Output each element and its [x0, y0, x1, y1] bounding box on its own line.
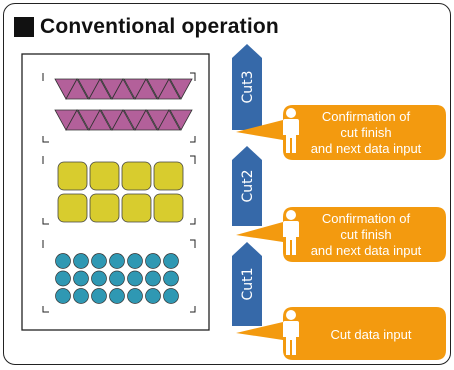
circle-shape: [109, 253, 125, 269]
crop-mark: [190, 155, 196, 164]
circle-shape: [109, 288, 125, 304]
person-icon: [283, 310, 299, 355]
rounded-square-shape: [89, 161, 120, 191]
triangle-shape: [111, 109, 135, 131]
circle-shape: [91, 288, 107, 304]
circle-shape: [145, 288, 161, 304]
crop-mark: [190, 136, 196, 143]
diagram-title: Conventional operation: [14, 14, 279, 40]
person-icon: [283, 210, 299, 255]
triangle-shape: [65, 78, 89, 100]
up-arrow-icon: [232, 44, 262, 130]
rounded-square-shape: [153, 193, 184, 223]
triangle-shape: [169, 78, 193, 100]
bubble-line: Cut data input: [331, 327, 412, 342]
cut1-arrow: Cut1: [232, 242, 262, 326]
crop-mark: [190, 306, 196, 313]
rounded-square-shape: [89, 193, 120, 223]
diagram-frame: [3, 3, 451, 365]
triangle-shape: [134, 78, 158, 100]
cut2-label: Cut2: [240, 169, 256, 202]
circle-shape: [145, 253, 161, 269]
cut2-arrow: Cut2: [232, 146, 262, 226]
up-arrow-icon: [232, 146, 262, 226]
circle-shape: [163, 270, 179, 287]
crop-mark: [190, 72, 196, 81]
circle-shape: [55, 270, 71, 287]
circle-shape: [163, 288, 179, 304]
circle-pattern: [55, 253, 179, 304]
triangle-shape: [88, 78, 112, 100]
bubble-line: and next data input: [311, 243, 422, 258]
circle-shape: [55, 253, 71, 269]
cut2-bubble: Confirmation of cut finish and next data…: [236, 207, 446, 262]
bubble-line: Confirmation of: [322, 109, 411, 124]
rounded-square-shape: [57, 161, 88, 191]
triangle-shape: [111, 78, 135, 100]
title-square-icon: [14, 17, 34, 37]
rounded-square-shape: [57, 193, 88, 223]
crop-mark: [42, 218, 49, 225]
circle-shape: [127, 253, 143, 269]
triangle-shape: [157, 109, 181, 131]
triangle-pattern: [54, 78, 193, 131]
bubble-line: cut finish: [340, 227, 391, 242]
triangle-shape: [88, 109, 112, 131]
circle-shape: [163, 253, 179, 269]
circle-shape: [91, 253, 107, 269]
bubble-line: cut finish: [340, 125, 391, 140]
bubble-line: and next data input: [311, 141, 422, 156]
triangle-shape: [157, 78, 181, 100]
circle-shape: [91, 270, 107, 287]
rounded-square-pattern: [57, 161, 184, 223]
crop-mark: [190, 239, 196, 248]
circle-shape: [55, 288, 71, 304]
crop-marks: [42, 72, 196, 313]
circle-shape: [127, 288, 143, 304]
triangle-shape: [65, 109, 89, 131]
circle-shape: [73, 253, 89, 269]
circle-shape: [73, 270, 89, 287]
up-arrow-icon: [232, 242, 262, 326]
title-text: Conventional operation: [40, 15, 279, 38]
cut3-arrow: Cut3: [232, 44, 262, 130]
rounded-square-shape: [153, 161, 184, 191]
triangle-shape: [169, 109, 193, 131]
cut1-label: Cut1: [240, 267, 256, 300]
cut3-bubble: Confirmation of cut finish and next data…: [236, 105, 446, 160]
crop-mark: [190, 218, 196, 225]
circle-shape: [145, 270, 161, 287]
crop-mark: [42, 136, 49, 143]
cut3-label: Cut3: [240, 70, 256, 103]
circle-shape: [127, 270, 143, 287]
cut1-bubble: Cut data input: [236, 307, 446, 360]
person-icon: [283, 108, 299, 153]
circle-shape: [73, 288, 89, 304]
circle-shape: [109, 270, 125, 287]
bubble-line: Confirmation of: [322, 211, 411, 226]
triangle-shape: [134, 109, 158, 131]
rounded-square-shape: [121, 193, 152, 223]
crop-mark: [42, 306, 49, 313]
rounded-square-shape: [121, 161, 152, 191]
